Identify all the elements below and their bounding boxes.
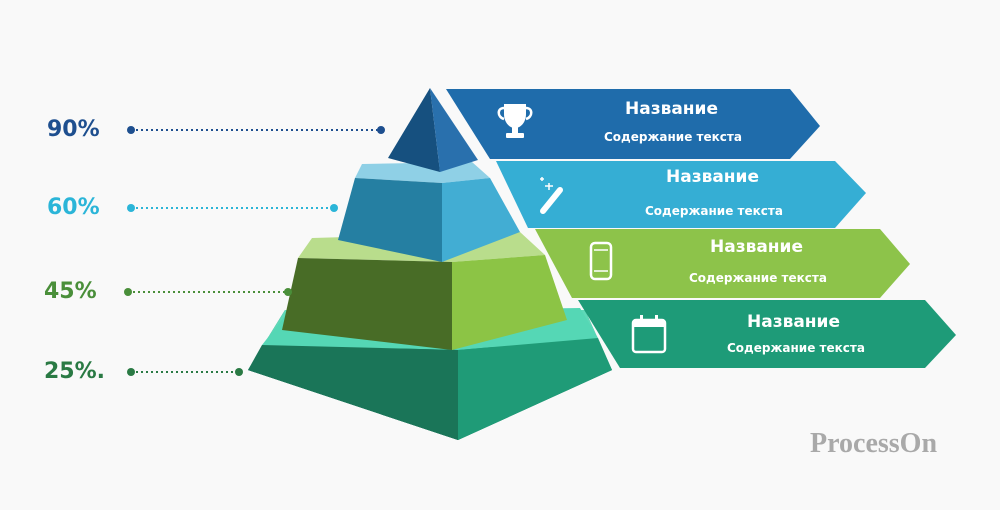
leader-line-1 [127, 126, 385, 134]
pyramid-tier-2 [338, 162, 520, 262]
leader-line-3 [124, 288, 292, 296]
band-title-4: Название [747, 312, 840, 332]
band-text-2: Содержание текста [645, 204, 783, 218]
leader-line-4 [127, 368, 243, 376]
band-3 [535, 229, 910, 298]
watermark: ProcessOn [810, 428, 938, 459]
calendar-icon [631, 315, 667, 354]
band-text-4: Содержание текста [727, 341, 865, 355]
band-2 [496, 161, 866, 228]
magic-wand-icon [540, 177, 563, 214]
trophy-icon [497, 104, 533, 138]
percent-label-4: 25%. [44, 359, 106, 384]
percent-label-3: 45% [44, 279, 97, 304]
band-1 [446, 89, 820, 159]
band-title-1: Название [625, 99, 718, 119]
band-title-2: Название [666, 167, 759, 187]
pyramid-tier-1 [388, 88, 478, 172]
band-text-1: Содержание текста [604, 130, 742, 144]
percent-label-2: 60% [47, 195, 100, 220]
leader-line-2 [127, 204, 338, 212]
band-text-3: Содержание текста [689, 271, 827, 285]
band-4 [578, 300, 956, 368]
smartphone-icon [589, 241, 613, 281]
percent-label-1: 90% [47, 117, 100, 142]
band-title-3: Название [710, 237, 803, 257]
